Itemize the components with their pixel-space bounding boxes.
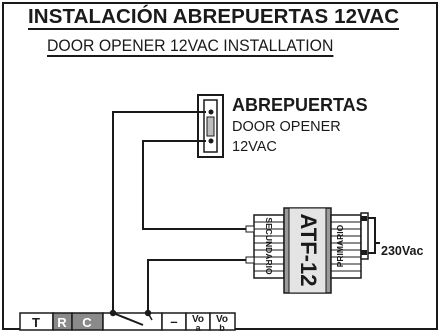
transformer-name: ATF-12 bbox=[296, 214, 321, 287]
terminal-vob bbox=[209, 312, 236, 331]
title-spanish: INSTALACIÓN ABREPUERTAS 12VAC bbox=[28, 5, 400, 30]
terminal-label-c: C bbox=[82, 315, 92, 330]
terminal-label-r: R bbox=[57, 315, 67, 330]
door-opener-voltage: 12VAC bbox=[232, 139, 277, 155]
terminal-sub-vob: b bbox=[219, 323, 225, 333]
door-opener-label-en: DOOR OPENER bbox=[232, 119, 341, 135]
door-opener-device bbox=[197, 94, 224, 158]
mains-voltage-label: 230Vac bbox=[381, 244, 424, 258]
terminal-sub-voa: a bbox=[195, 323, 201, 333]
terminal-label-minus: – bbox=[170, 314, 177, 329]
terminal-strip: T R C – Vo a Vo b bbox=[19, 309, 236, 333]
terminal-label-t: T bbox=[32, 315, 40, 330]
wire-opener-to-terminal bbox=[112, 111, 206, 313]
transformer-atf12: SECUNDARIO ATF-12 PRIMARIO bbox=[245, 207, 369, 294]
wires bbox=[112, 111, 380, 313]
door-opener-label-es: ABREPUERTAS bbox=[232, 95, 368, 115]
terminal-label-voa: Vo bbox=[192, 314, 204, 325]
title-english: DOOR OPENER 12VAC INSTALLATION bbox=[47, 36, 334, 57]
terminal-label-vob: Vo bbox=[216, 314, 228, 325]
primary-label: PRIMARIO bbox=[335, 224, 345, 267]
wire-mains bbox=[367, 217, 376, 254]
relay-switch-symbol bbox=[109, 309, 153, 326]
wire-terminal-to-secondary-bottom bbox=[147, 259, 254, 313]
secondary-label: SECUNDARIO bbox=[264, 217, 274, 275]
wire-opener-to-secondary-top bbox=[142, 140, 254, 230]
